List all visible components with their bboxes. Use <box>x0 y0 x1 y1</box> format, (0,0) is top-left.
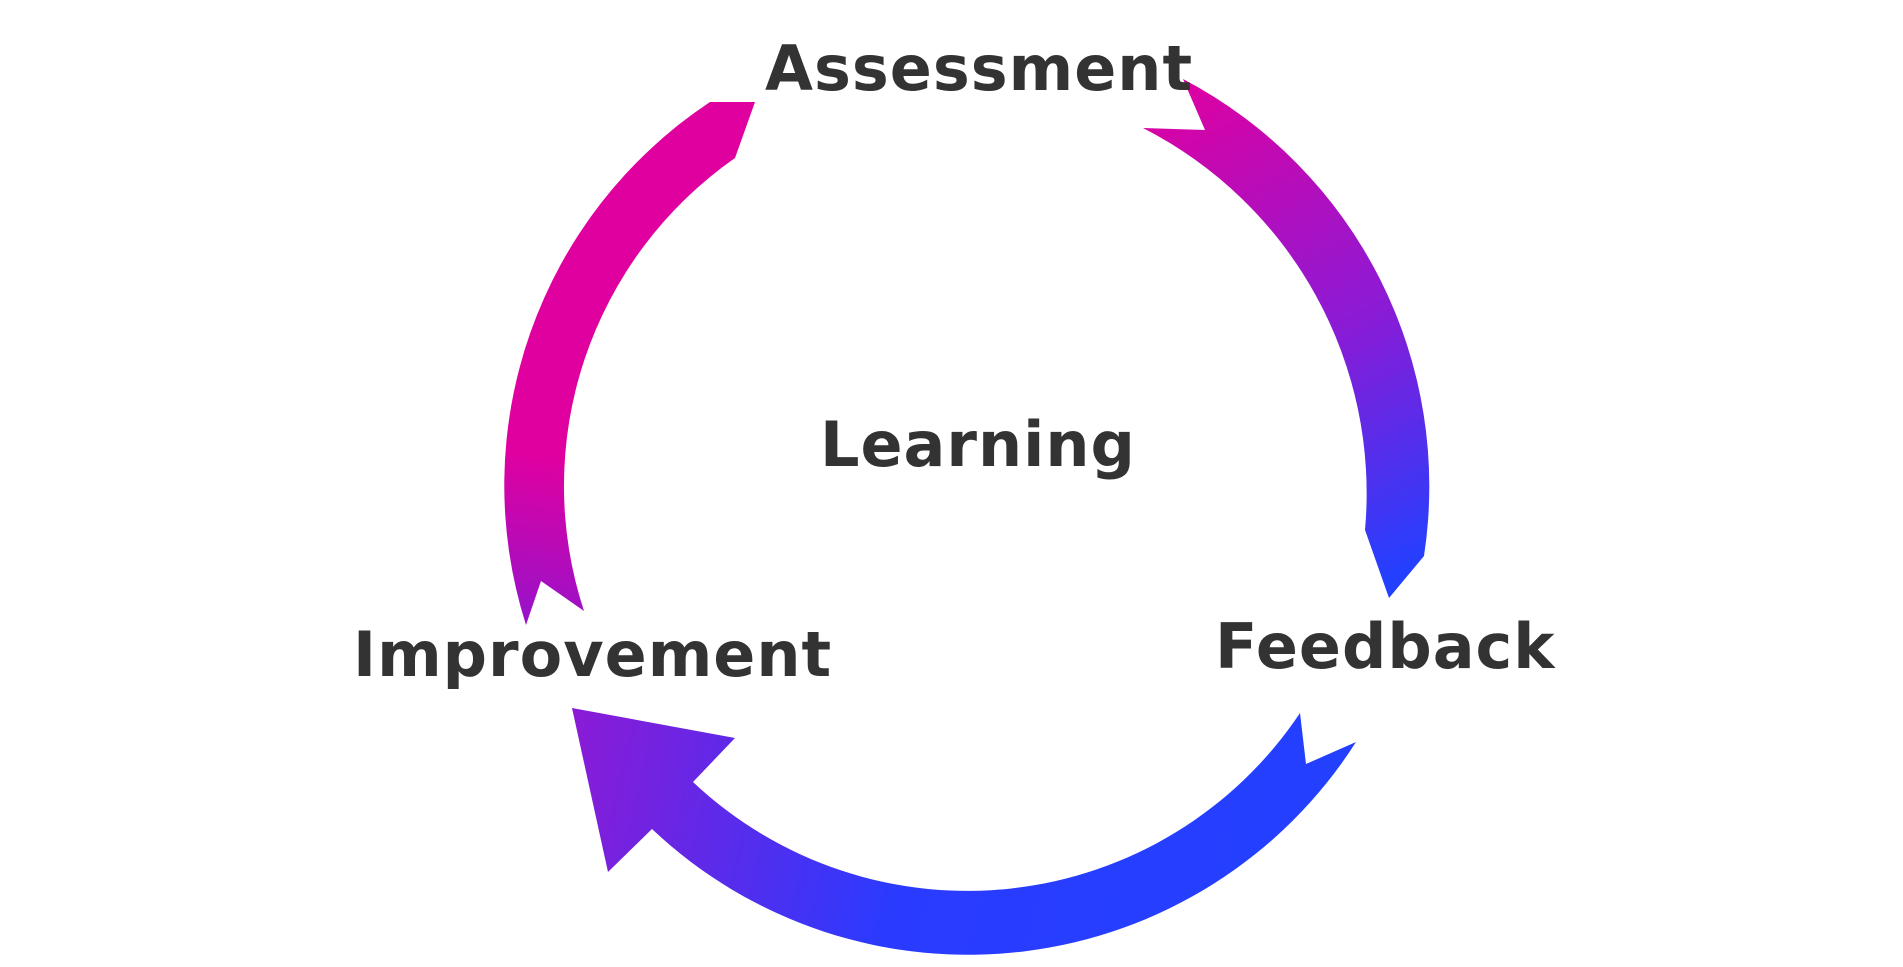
stage-label-assessment: Assessment <box>765 32 1194 105</box>
arrow-assessment-to-feedback <box>1143 79 1430 598</box>
arrow-improvement-to-assessment <box>504 102 755 625</box>
arrow-feedback-to-improvement <box>572 708 1356 955</box>
stage-label-improvement: Improvement <box>353 618 833 691</box>
stage-label-feedback: Feedback <box>1215 610 1556 683</box>
center-label: Learning <box>820 408 1136 481</box>
